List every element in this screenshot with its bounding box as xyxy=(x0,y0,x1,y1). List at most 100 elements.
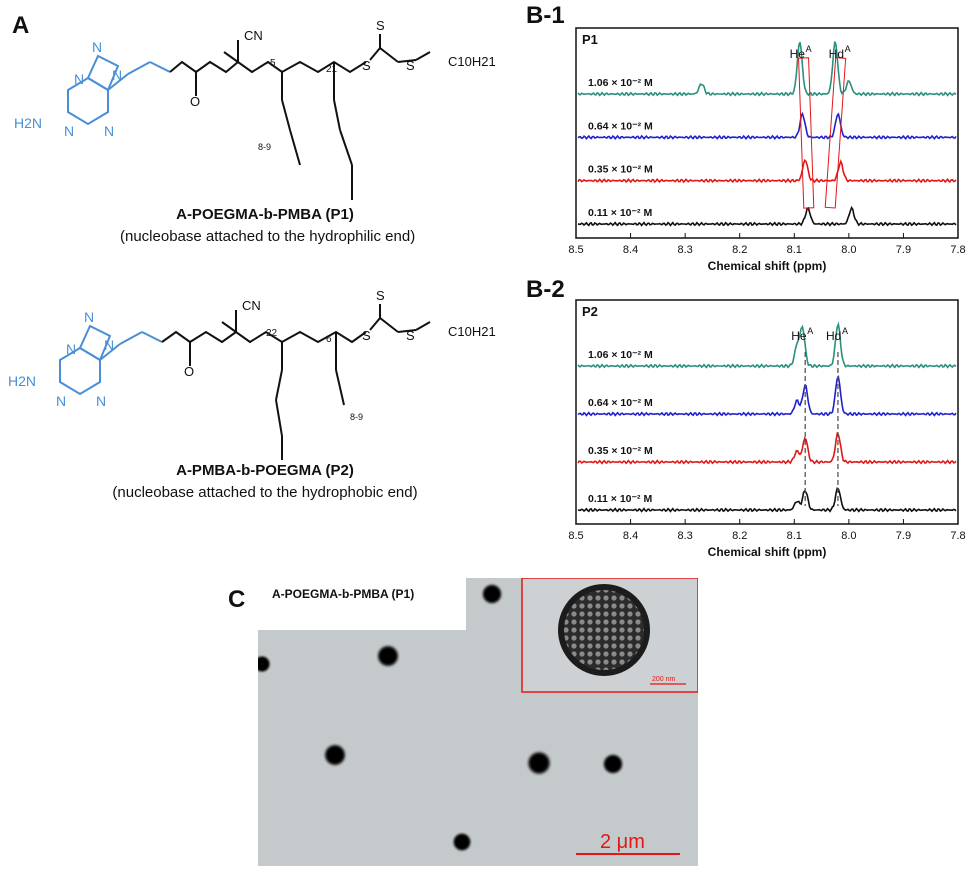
p1-nh2-label: H2N xyxy=(14,115,42,131)
p2-name: A-PMBA-b-POEGMA (P2) xyxy=(176,462,354,479)
peak-label-sup: A xyxy=(845,44,851,54)
p1-name: A-POEGMA-b-PMBA (P1) xyxy=(176,206,354,223)
p2-backbone xyxy=(161,304,431,460)
peak-label-sup: A xyxy=(806,44,812,54)
plot-frame xyxy=(575,27,959,239)
p1-n1-label: N xyxy=(74,71,84,87)
spectrum-line xyxy=(577,158,957,184)
tem-image: 200 nm A-POEGMA-b-PMBA (P1) 2 μm xyxy=(258,578,698,866)
spectrum-line xyxy=(577,374,957,417)
p1-structure: N N N N N H2N CN 5 21 8-9 S S S O C10H21 xyxy=(14,18,496,200)
peak-label-sup: A xyxy=(807,326,813,336)
spectrum-line xyxy=(577,111,957,141)
p1-cn-label: CN xyxy=(244,28,263,43)
chart-title: P2 xyxy=(582,304,598,319)
series-label: 0.11 × 10⁻² M xyxy=(588,493,652,505)
tem-title: A-POEGMA-b-PMBA (P1) xyxy=(272,587,414,601)
p2-s1-label: S xyxy=(362,328,371,343)
x-tick-label: 8.1 xyxy=(787,530,802,542)
p1-desc: (nucleobase attached to the hydrophilic … xyxy=(120,228,416,245)
series-label: 0.64 × 10⁻² M xyxy=(588,120,653,132)
panel-label-b1: B-1 xyxy=(526,2,565,29)
series-label: 0.11 × 10⁻² M xyxy=(588,207,652,219)
x-tick-label: 8.1 xyxy=(787,244,802,256)
p2-cn-label: CN xyxy=(242,298,261,313)
scale-label: 2 μm xyxy=(600,831,645,853)
spectrum-line xyxy=(577,41,957,97)
x-tick-label: 8.0 xyxy=(841,530,856,542)
peak-label-sup: A xyxy=(842,326,848,336)
spectrum-line xyxy=(577,432,957,465)
tem-title-bg xyxy=(258,578,466,630)
p1-tail-label: C10H21 xyxy=(448,54,496,69)
p1-n3-label: N xyxy=(112,67,122,83)
p1-s2-label: S xyxy=(376,18,385,33)
series-label: 1.06 × 10⁻² M xyxy=(588,77,653,89)
peak-label: Hd xyxy=(829,47,844,61)
p2-n1-label: N xyxy=(66,341,76,357)
p2-nh2-label: H2N xyxy=(8,373,36,389)
x-tick-label: 8.5 xyxy=(568,530,583,542)
series-label: 1.06 × 10⁻² M xyxy=(588,349,653,361)
p2-sub-side: 8-9 xyxy=(350,412,363,422)
spectrum-line xyxy=(577,205,957,227)
p2-desc: (nucleobase attached to the hydrophobic … xyxy=(112,484,418,501)
x-tick-label: 8.4 xyxy=(623,244,638,256)
p2-sub-first: 22 xyxy=(266,328,278,339)
peak-label: He xyxy=(791,329,807,343)
p1-backbone xyxy=(169,34,431,200)
spectrum-line xyxy=(577,487,957,513)
x-tick-label: 7.8 xyxy=(950,530,965,542)
x-tick-label: 8.0 xyxy=(841,244,856,256)
p2-n2-label: N xyxy=(84,309,94,325)
p2-s2-label: S xyxy=(376,288,385,303)
p2-adenine xyxy=(59,324,163,396)
peak-label: Hd xyxy=(826,329,841,343)
p1-n2-label: N xyxy=(92,39,102,55)
peak-guide xyxy=(798,57,815,209)
x-axis-label: Chemical shift (ppm) xyxy=(708,545,827,559)
p1-adenine xyxy=(67,54,171,126)
p1-sub-first: 5 xyxy=(270,58,276,69)
p2-s3-label: S xyxy=(406,328,415,343)
series-label: 0.35 × 10⁻² M xyxy=(588,445,653,457)
plot-frame xyxy=(575,299,959,525)
x-tick-label: 7.8 xyxy=(950,244,965,256)
x-tick-label: 8.5 xyxy=(568,244,583,256)
peak-label: He xyxy=(790,47,806,61)
p2-n3-label: N xyxy=(104,337,114,353)
p2-n5-label: N xyxy=(96,393,106,409)
x-axis-label: Chemical shift (ppm) xyxy=(708,259,827,273)
x-tick-label: 7.9 xyxy=(896,244,911,256)
p1-n4-label: N xyxy=(64,123,74,139)
x-tick-label: 8.4 xyxy=(623,530,638,542)
p1-sub-side: 8-9 xyxy=(258,142,271,152)
p1-s3-label: S xyxy=(406,58,415,73)
inset-scale-label: 200 nm xyxy=(652,676,676,683)
x-tick-label: 8.2 xyxy=(732,530,747,542)
p2-tail-label: C10H21 xyxy=(448,324,496,339)
x-tick-label: 8.2 xyxy=(732,244,747,256)
x-tick-label: 8.3 xyxy=(677,244,692,256)
series-label: 0.64 × 10⁻² M xyxy=(588,397,653,409)
p1-s1-label: S xyxy=(362,58,371,73)
p2-n4-label: N xyxy=(56,393,66,409)
chart-title: P1 xyxy=(582,32,598,47)
panel-label-c: C xyxy=(228,586,246,613)
panel-label-b2: B-2 xyxy=(526,276,565,303)
tem-inset: 200 nm xyxy=(521,578,698,693)
p2-sub-second: 6 xyxy=(326,334,332,345)
tem-micelles xyxy=(258,582,625,853)
panel-label-a: A xyxy=(12,12,30,39)
p1-sub-second: 21 xyxy=(326,64,338,75)
spectrum-line xyxy=(577,321,957,369)
p2-o-label: O xyxy=(184,364,194,379)
p2-structure: N N N N N H2N CN 22 6 8-9 S S S O C10H21 xyxy=(8,288,496,460)
x-tick-label: 7.9 xyxy=(896,530,911,542)
p1-o-label: O xyxy=(190,94,200,109)
p1-n5-label: N xyxy=(104,123,114,139)
peak-guide xyxy=(824,57,847,209)
series-label: 0.35 × 10⁻² M xyxy=(588,164,653,176)
